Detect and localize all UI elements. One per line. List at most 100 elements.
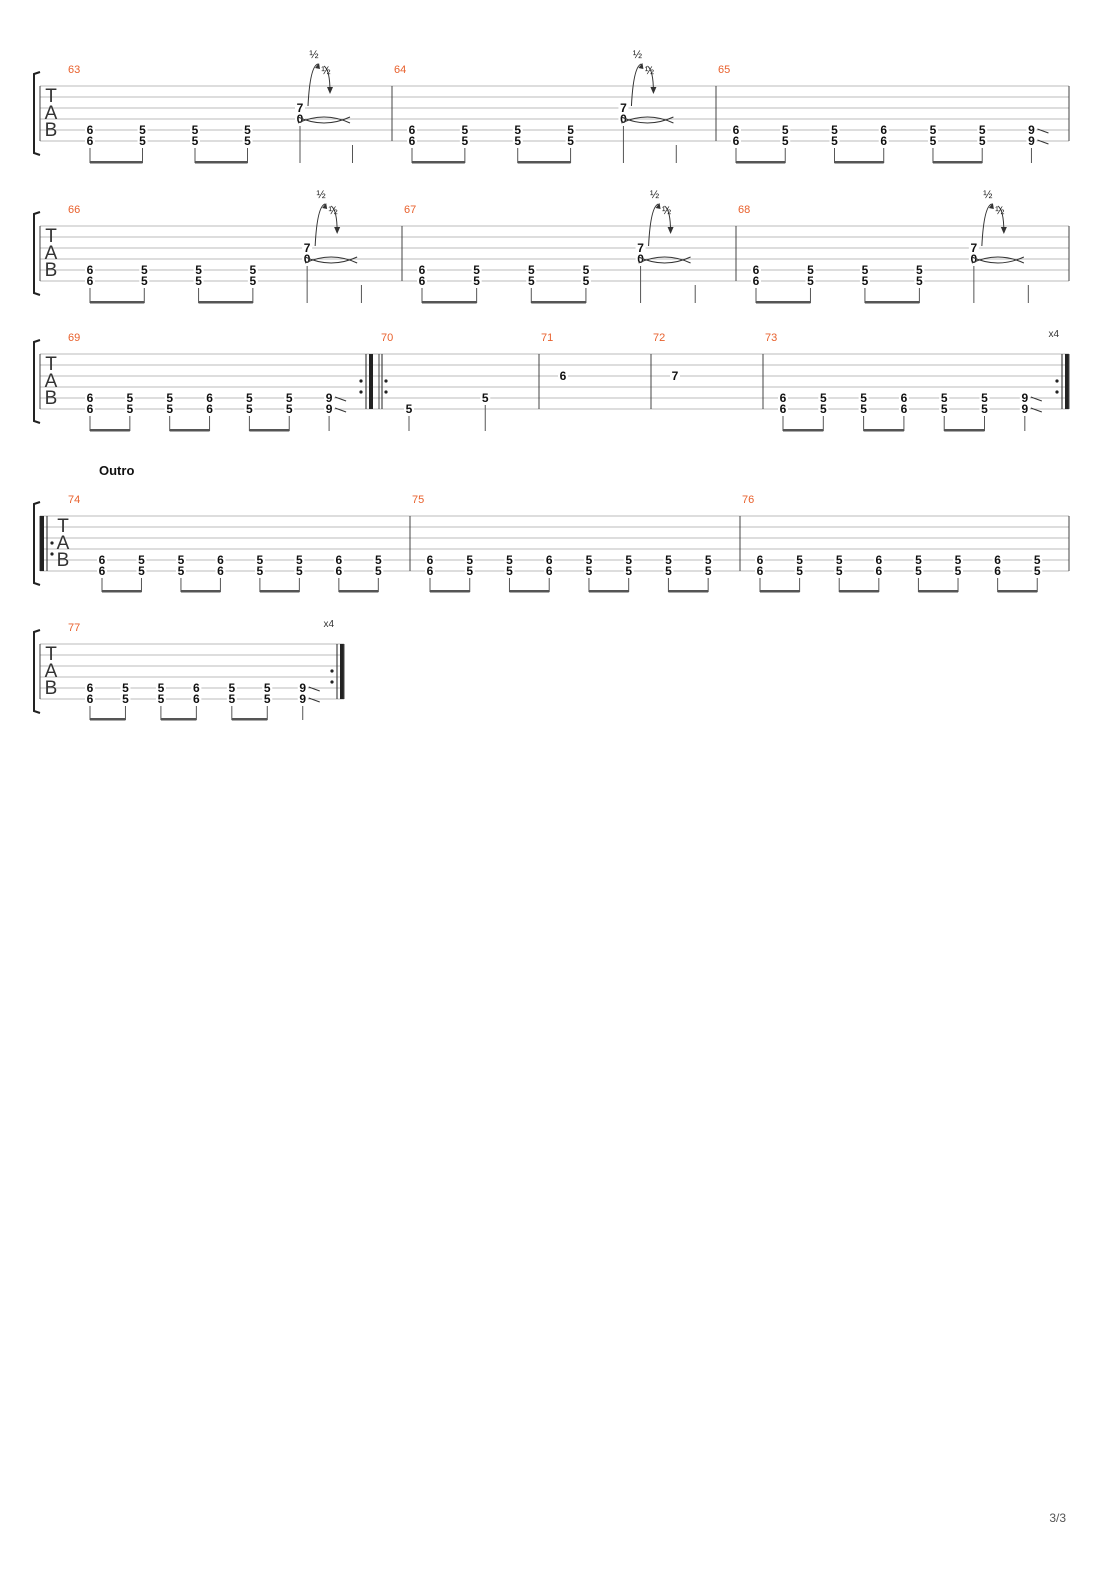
fret-mask [164,403,175,414]
staff-bracket [33,629,41,714]
note-column: 55 [164,391,175,431]
note-column: 99 [324,391,347,431]
note-column: 55 [794,553,805,592]
fret-number: 5 [862,274,869,288]
fret-number: 6 [994,564,1001,578]
note-column: 55 [858,391,869,431]
note-column: 66 [85,123,95,163]
note-column: 55 [953,553,964,592]
fret-number: 5 [139,134,146,148]
fret-mask [663,554,674,565]
fret-mask [526,264,537,275]
note-column: 99 [297,681,320,720]
beam [160,718,197,721]
fret-number: 5 [462,134,469,148]
note-column: 66 [878,123,889,163]
fret-number: 5 [807,263,814,277]
note-column: 66 [755,553,765,592]
tab-clef-letter: B [45,120,58,141]
fret-mask [297,693,308,704]
fret-mask [778,403,788,414]
fret-number: 5 [375,553,382,567]
fret-mask [324,403,335,414]
fret-mask [215,554,226,565]
fret-number: 9 [326,402,333,416]
fret-mask [425,565,435,576]
fret-mask [778,392,788,403]
note-column: 55 [526,263,537,303]
beam [231,718,268,721]
tab-clef-letter: B [45,678,58,699]
note-column: 55 [979,391,990,431]
measure-number: 64 [394,64,406,76]
note-column: 55 [175,553,186,592]
fret-number: 6 [87,134,94,148]
tab-clef-letter: T [45,644,57,665]
note-column: 55 [136,553,147,592]
release-amount: ½ [321,65,330,77]
fret-number: 6 [901,391,908,405]
fret-mask [417,264,427,275]
fret-number: 6 [875,553,882,567]
repeat-dot [359,379,363,383]
beam [783,429,824,432]
note-column: 55 [242,123,253,163]
fret-number: 5 [862,263,869,277]
fret-number: 6 [99,564,106,578]
note-column: 55 [284,391,295,431]
bend-amount: ½ [650,189,659,201]
bend-arrow [314,203,326,247]
fret-mask [373,554,384,565]
note-column: 55 [244,391,255,431]
fret-mask [471,264,482,275]
fret-mask [215,565,226,576]
fret-mask [992,554,1003,565]
note-column: 6 [558,369,568,383]
fret-mask [635,242,646,253]
fret-number: 5 [166,402,173,416]
fret-mask [858,403,869,414]
note-column: 55 [155,681,166,720]
fret-number: 5 [296,553,303,567]
fret-number: 6 [206,391,213,405]
fret-mask [373,565,384,576]
fret-mask [1032,554,1043,565]
fret-number: 6 [419,263,426,277]
fret-number: 9 [1021,402,1028,416]
fret-number: 5 [915,553,922,567]
repeat-bar-thick [1065,354,1069,409]
fret-mask [297,682,308,693]
fret-mask [635,253,646,264]
beam [932,161,983,164]
fret-mask [859,264,870,275]
fret-mask [544,554,555,565]
bend-arrowhead [638,63,644,69]
fret-mask [751,264,761,275]
fret-mask [1019,403,1030,414]
measure-number: 73 [765,332,777,344]
repeat-dot [1055,390,1059,394]
fret-mask [247,264,258,275]
fret-number: 5 [586,564,593,578]
fret-number: 5 [930,123,937,137]
fret-mask [805,275,816,286]
tab-clef-letter: T [45,226,57,247]
beam [422,301,477,304]
fret-mask [226,693,237,704]
fret-mask [85,403,95,414]
fret-mask [193,275,204,286]
staff-bracket [33,339,41,424]
fret-mask [137,135,148,146]
fret-number: 6 [780,402,787,416]
fret-number: 5 [583,263,590,277]
slide-mark [1037,139,1049,145]
fret-number: 5 [782,134,789,148]
fret-number: 5 [192,134,199,148]
note-column: 66 [204,391,215,431]
fret-mask [464,554,475,565]
beam [839,590,879,593]
